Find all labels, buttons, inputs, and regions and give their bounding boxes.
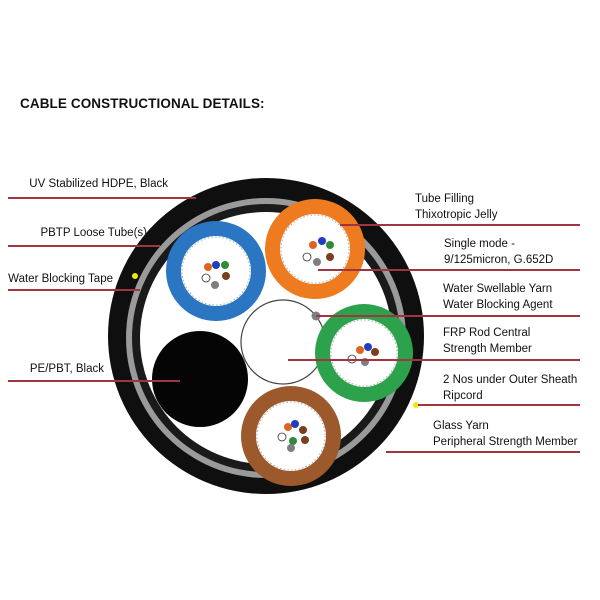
label-frp: FRP Rod Central Strength Member [443,325,532,357]
label-tube-filling: Tube Filling Thixotropic Jelly [415,191,497,223]
label-single-mode-line2: 9/125micron, G.652D [444,254,554,266]
label-water-tape: Water Blocking Tape [8,273,113,285]
ripcord-marker-left [132,273,138,279]
label-frp-line1: FRP Rod Central [443,327,531,339]
label-tube-filling-line2: Thixotropic Jelly [415,209,498,221]
label-single-mode-line1: Single mode - [444,238,515,250]
loose-tube-orange [265,199,365,299]
label-swellable: Water Swellable Yarn Water Blocking Agen… [443,281,553,313]
loose-tube-blue [166,221,266,321]
label-uv-sheath: UV Stabilized HDPE, Black [29,178,168,190]
label-pe-pbt: PE/PBT, Black [29,363,104,375]
page-title: CABLE CONSTRUCTIONAL DETAILS: [20,96,265,111]
pe-pbt-filler [152,331,248,427]
loose-tube-brown [241,386,341,486]
label-tube-filling-line1: Tube Filling [415,193,475,205]
leader-lines [8,197,580,453]
label-ripcord: 2 Nos under Outer Sheath Ripcord [443,372,577,404]
label-single-mode: Single mode - 9/125micron, G.652D [444,236,553,268]
loose-tube-green [315,304,413,402]
label-ripcord-line1: 2 Nos under Outer Sheath [443,374,578,386]
label-glass-yarn-line1: Glass Yarn [433,420,489,432]
ripcord-marker-right [413,402,419,408]
label-swellable-line2: Water Blocking Agent [443,299,553,311]
central-frp-rod [240,299,326,385]
label-swellable-line1: Water Swellable Yarn [443,283,553,295]
label-glass-yarn: Glass Yarn Peripheral Strength Member [433,418,577,450]
label-frp-line2: Strength Member [443,343,532,355]
label-ripcord-line2: Ripcord [443,390,483,402]
label-glass-yarn-line2: Peripheral Strength Member [433,436,578,448]
label-pbtp-tube: PBTP Loose Tube(s) [40,227,147,239]
